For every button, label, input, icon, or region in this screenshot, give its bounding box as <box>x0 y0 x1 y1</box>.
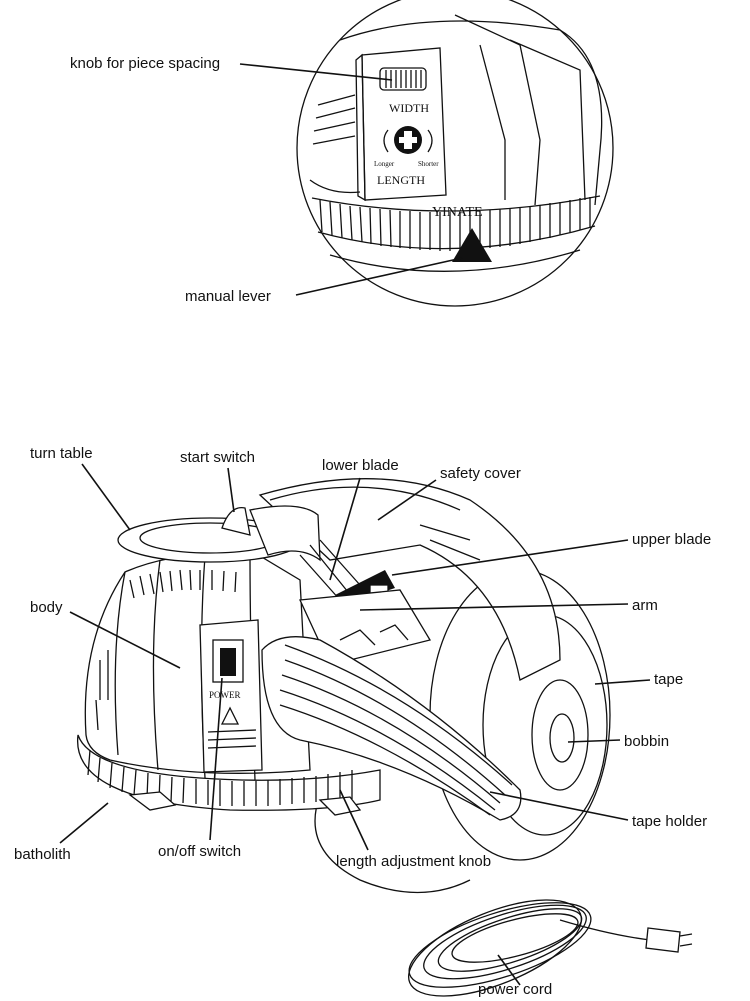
label-tape: tape <box>654 671 683 688</box>
dome-rib-1 <box>454 14 541 206</box>
label-batholith: batholith <box>14 846 71 863</box>
plug <box>645 927 693 953</box>
bobbin-shape <box>531 679 589 791</box>
leader-knob-spacing <box>239 63 393 81</box>
length-text: LENGTH <box>377 173 425 187</box>
gear-ring-top <box>311 195 601 212</box>
warning-lines <box>207 729 257 749</box>
leader-arm <box>359 603 629 611</box>
base-curve <box>329 249 581 272</box>
safety-cover-slot <box>419 524 481 561</box>
leader-upper-blade <box>391 539 629 576</box>
leader-batholith <box>59 802 109 844</box>
leader-tape <box>594 679 651 685</box>
power-text: POWER <box>209 690 241 700</box>
label-body: body <box>30 599 63 616</box>
machine-drawing: POWER <box>77 478 693 997</box>
detail-circle <box>296 0 614 307</box>
tape-holder-shape <box>261 636 522 821</box>
leader-on-off-switch <box>209 677 223 841</box>
dome-rib-2 <box>509 39 586 201</box>
leader-tape-holder <box>489 791 629 821</box>
start-switch-shape <box>221 507 251 536</box>
label-start-switch: start switch <box>180 449 255 466</box>
gear-teeth <box>319 197 591 251</box>
panel-side <box>355 53 366 202</box>
longer-text: Longer <box>374 160 395 168</box>
detail-view: WIDTH Longer Shorter LENGTH YINATE <box>296 0 614 307</box>
leader-lines <box>59 463 651 986</box>
bobbin-hub <box>549 713 575 763</box>
foot-left <box>128 791 177 811</box>
cord-path <box>314 794 471 894</box>
cord-coil <box>407 899 651 997</box>
label-upper-blade: upper blade <box>632 531 711 548</box>
label-arm: arm <box>632 597 658 614</box>
power-switch-rocker <box>220 648 236 676</box>
shorter-text: Shorter <box>418 160 439 168</box>
leader-body <box>69 611 181 669</box>
safety-cover-shape <box>258 478 561 681</box>
label-bobbin: bobbin <box>624 733 669 750</box>
leader-turn-table <box>81 463 131 531</box>
tape-holder-grooves <box>279 644 513 816</box>
manual-lever-shape <box>452 228 492 262</box>
leader-length-knob <box>339 789 369 851</box>
safety-cover-edge <box>269 486 461 511</box>
leader-bobbin <box>567 739 621 743</box>
labels: knob for piece spacing manual lever turn… <box>14 55 711 998</box>
side-vents <box>312 94 356 145</box>
leader-lower-blade <box>329 477 361 581</box>
base-teeth <box>87 749 353 806</box>
gear-ring-bottom <box>317 225 596 250</box>
leader-manual-lever <box>295 257 463 296</box>
upright-post <box>249 505 321 562</box>
label-power-cord: power cord <box>478 981 552 998</box>
lower-blade-lines <box>299 539 361 601</box>
label-length-knob: length adjustment knob <box>336 853 491 870</box>
label-knob-spacing: knob for piece spacing <box>70 55 220 72</box>
label-turn-table: turn table <box>30 445 93 462</box>
label-manual-lever: manual lever <box>185 288 271 305</box>
width-text: WIDTH <box>389 101 429 115</box>
label-on-off-switch: on/off switch <box>158 843 241 860</box>
leader-power-cord <box>497 954 521 986</box>
arm-marks <box>339 624 409 646</box>
leader-safety-cover <box>377 479 437 521</box>
dome-rib-3 <box>479 44 506 200</box>
label-safety-cover: safety cover <box>440 465 521 482</box>
body-vents <box>95 569 237 731</box>
side-edge <box>309 179 361 194</box>
warning-triangle <box>220 706 240 725</box>
label-tape-holder: tape holder <box>632 813 707 830</box>
length-dial <box>383 126 433 154</box>
dome-top <box>339 20 603 206</box>
leader-start-switch <box>227 467 235 513</box>
label-lower-blade: lower blade <box>322 457 399 474</box>
